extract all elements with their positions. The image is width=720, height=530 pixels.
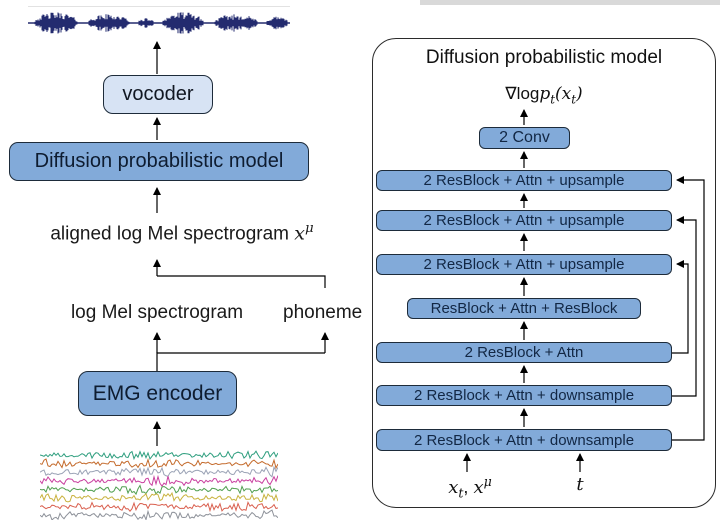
emg-signals [40,450,278,520]
emg-trace-2 [40,458,278,470]
downsample-block-1: 2 ResBlock + Attn + downsample [376,385,672,406]
aligned-var-sup: μ [305,221,314,236]
input-t-label: t [576,474,584,495]
emg-trace-5 [40,484,278,496]
emg-encoder-block: EMG encoder [78,371,237,416]
aligned-spectrogram-label: aligned log Mel spectrogram xμ [50,221,314,245]
panel-title: Diffusion probabilistic model [425,47,663,68]
downsample-block-2: 2 ResBlock + Attn + downsample [376,429,672,451]
line-phoneme-to-junction [157,275,326,288]
emg-trace-8 [40,509,278,520]
resblock-attn: 2 ResBlock + Attn [376,342,672,363]
top-gray-band [420,0,720,5]
aligned-var: x [294,222,306,245]
formula-x-sub: t [571,92,577,107]
waveform-path [28,12,290,34]
input-x-label: xt, xμ [448,474,492,501]
formula-p: p [539,84,551,104]
upsample-block-1: 2 ResBlock + Attn + upsample [376,170,672,191]
emg-trace-6 [40,491,278,503]
emg-trace-7 [40,501,278,513]
formula-p-sub: t [550,92,556,107]
emg-trace-3 [40,465,278,478]
vocoder-block: vocoder [103,75,213,114]
waveform-top-border [28,6,290,7]
vocoder-label: vocoder [122,83,194,105]
emg-encoder-label: EMG encoder [92,381,223,405]
conv-block: 2 Conv [479,127,570,149]
diffusion-model-label: Diffusion probabilistic model [34,150,284,172]
upsample-block-2: 2 ResBlock + Attn + upsample [376,210,672,231]
middle-resblock: ResBlock + Attn + ResBlock [407,298,641,319]
diffusion-model-block: Diffusion probabilistic model [9,142,309,181]
log-mel-spectrogram-label: log Mel spectrogram [70,302,244,323]
emg-trace-1 [40,450,278,461]
phoneme-label: phoneme [283,302,363,323]
formula-x: x [561,84,572,104]
score-formula: ∇logpt(xt) [505,84,583,107]
audio-waveform [28,12,290,34]
upsample-block-3: 2 ResBlock + Attn + upsample [376,254,672,275]
emg-trace-4 [40,474,278,487]
line-emg-branch [156,352,325,371]
